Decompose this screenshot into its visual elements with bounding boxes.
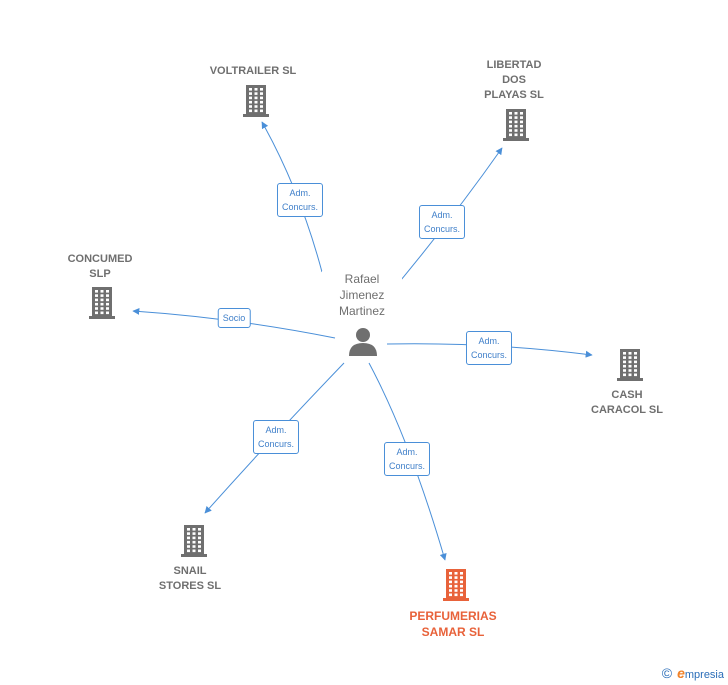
cash-building-icon[interactable] [614, 348, 646, 382]
libertad-company-label[interactable]: LIBERTAD DOS PLAYAS SL [484, 59, 544, 101]
relation-label-voltrailer[interactable]: Adm. Concurs. [276, 183, 324, 217]
relation-label-concumed[interactable]: Socio [217, 308, 251, 328]
concumed-building-icon[interactable] [86, 286, 118, 320]
person-icon[interactable] [347, 326, 379, 356]
snail-building-icon[interactable] [178, 524, 210, 558]
person-name-line-1: Rafael [344, 272, 380, 286]
relation-label-snail[interactable]: Adm. Concurs. [252, 420, 300, 454]
voltrailer-building-icon[interactable] [240, 84, 272, 118]
voltrailer-company-label[interactable]: VOLTRAILER SL [209, 65, 297, 77]
snail-company-label[interactable]: SNAIL STORES SL [158, 565, 222, 592]
brand-name: mpresia [684, 669, 724, 681]
brand-initial: e [677, 665, 685, 681]
relation-label-cash[interactable]: Adm. Concurs. [465, 331, 513, 365]
copyright-symbol: © [661, 665, 673, 681]
person-name-line-3: Martinez [338, 304, 385, 318]
person-name-line-2: Jimenez [339, 288, 385, 302]
cash-company-label[interactable]: CASH CARACOL SL [591, 389, 663, 416]
concumed-company-label[interactable]: CONCUMED SLP [67, 253, 133, 280]
libertad-building-icon[interactable] [500, 108, 532, 142]
person-name-label: Rafael Jimenez Martinez [322, 271, 402, 319]
perfumerias-building-icon[interactable] [440, 568, 472, 602]
perfumerias-company-label[interactable]: PERFUMERIAS SAMAR SL [409, 609, 497, 639]
relation-label-perfumerias[interactable]: Adm. Concurs. [383, 442, 431, 476]
relation-label-libertad[interactable]: Adm. Concurs. [418, 205, 466, 239]
footer-brand: © empresia [662, 665, 724, 681]
